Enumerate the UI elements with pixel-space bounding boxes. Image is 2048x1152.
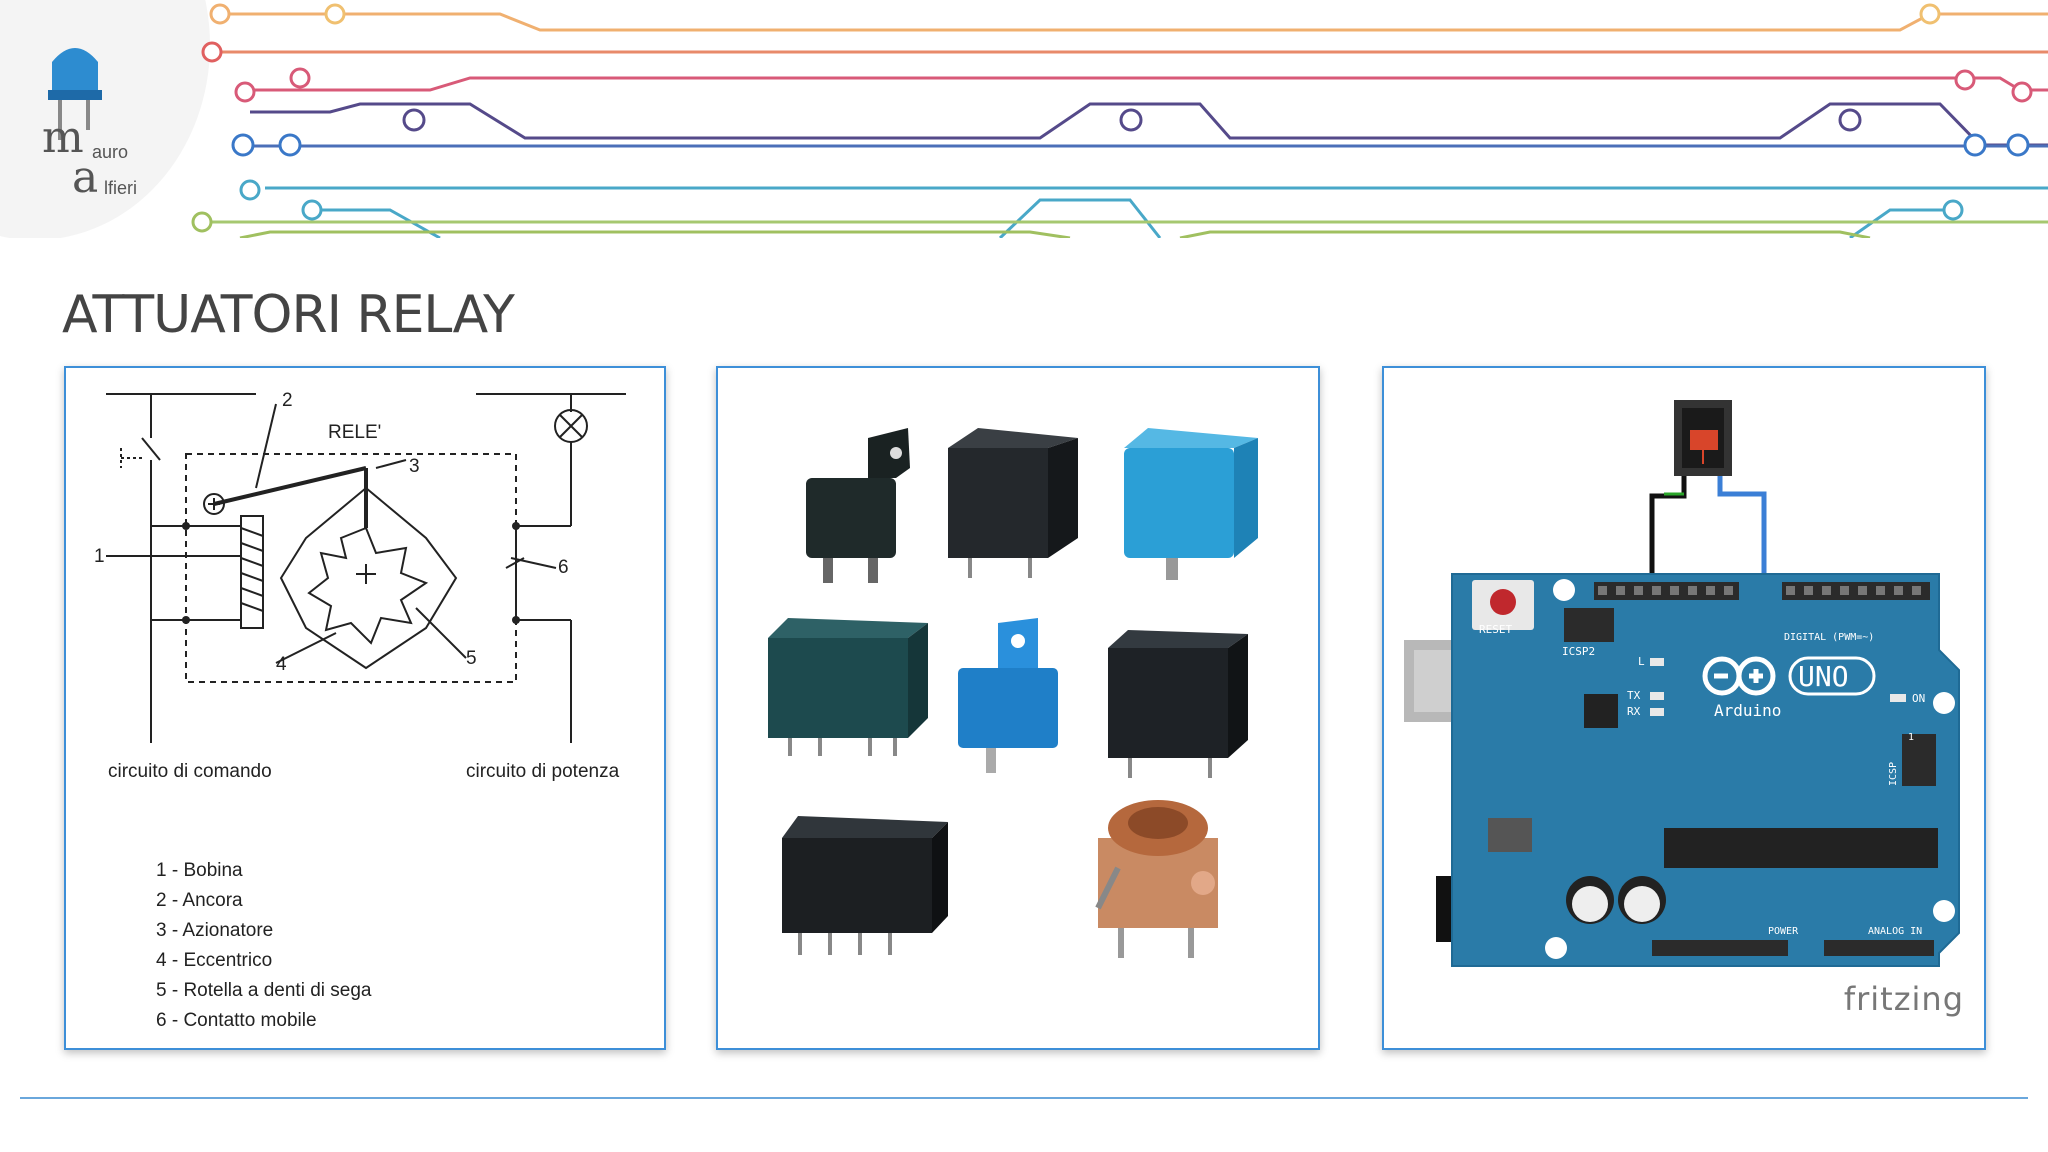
power-label: POWER <box>1768 926 1799 937</box>
legend-item: 2 - Ancora <box>156 890 243 911</box>
analog-in-label: ANALOG IN <box>1868 926 1922 937</box>
icsp-label: ICSP <box>1888 762 1899 786</box>
relay-photos-image <box>768 428 1258 958</box>
label-4: 4 <box>276 654 287 675</box>
arduino-uno-fritzing-diagram: RESET ICSP2 DIGITAL (PWM=~) Arduino UNO … <box>1404 400 1960 967</box>
circuit-traces-decoration <box>191 3 2048 238</box>
rx-led-label: RX <box>1627 705 1641 718</box>
digital-label: DIGITAL (PWM=~) <box>1784 632 1874 643</box>
relay-black-bracket-photo <box>806 428 910 583</box>
icsp-header <box>1902 734 1936 786</box>
logo-text-lfieri: lfieri <box>104 178 138 198</box>
control-circuit-caption: circuito di comando <box>108 761 272 782</box>
legend-item: 3 - Azionatore <box>156 920 274 941</box>
legend-item: 6 - Contatto mobile <box>156 1010 317 1031</box>
relay-black-dip-photo <box>782 816 948 955</box>
relay-teal-flat-photo <box>768 618 928 756</box>
power-header <box>1652 940 1788 956</box>
reset-label: RESET <box>1479 623 1512 636</box>
on-label: ON <box>1912 692 1925 705</box>
analog-header <box>1824 940 1934 956</box>
tx-led-label: TX <box>1627 689 1641 702</box>
relay-black-small-photo <box>948 428 1078 578</box>
icsp2-label: ICSP2 <box>1562 645 1595 658</box>
component-legend: 1 - Bobina 2 - Ancora 3 - Azionatore 4 -… <box>156 856 371 1036</box>
led-icon <box>48 48 102 140</box>
legend-item: 5 - Rotella a denti di sega <box>156 980 372 1001</box>
icsp2-header <box>1564 608 1614 642</box>
relay-schematic-panel: RELE' 2 3 1 6 4 5 circuito di comando ci… <box>64 366 666 1050</box>
relay-open-copper-photo <box>1095 800 1218 958</box>
relay-blue-bracket-photo <box>958 618 1058 773</box>
label-3: 3 <box>409 456 420 477</box>
l-led-label: L <box>1638 655 1645 668</box>
slide-header: m auro a lfieri <box>0 0 2048 238</box>
atmega-chip <box>1664 828 1938 868</box>
footer-divider <box>20 1097 2028 1099</box>
logo-initial-m: m <box>42 112 84 163</box>
arduino-board <box>1451 573 1960 967</box>
relay-blue-cube-photo <box>1124 428 1258 580</box>
power-circuit-caption: circuito di potenza <box>466 761 620 782</box>
fritzing-watermark: fritzing <box>1843 980 1964 1018</box>
arduino-wiring-panel: RESET ICSP2 DIGITAL (PWM=~) Arduino UNO … <box>1382 366 1986 1050</box>
label-1: 1 <box>94 546 105 567</box>
relay-photos-panel <box>716 366 1320 1050</box>
slide-title: ATTUATORI RELAY <box>62 284 515 345</box>
digital-header-left <box>1594 582 1739 600</box>
relay-schematic-diagram: RELE' 2 3 1 6 4 5 <box>94 390 626 743</box>
uno-model-label: UNO <box>1798 660 1849 693</box>
arduino-logo-icon <box>1702 656 1776 696</box>
label-5: 5 <box>466 648 477 669</box>
label-6: 6 <box>558 557 569 578</box>
label-2: 2 <box>282 390 293 411</box>
chip-small <box>1584 694 1618 728</box>
digital-header-right <box>1782 582 1930 600</box>
legend-item: 1 - Bobina <box>156 860 243 881</box>
relay-black-cube-photo <box>1108 630 1248 778</box>
logo-text-auro: auro <box>92 142 129 162</box>
rele-label: RELE' <box>328 422 381 443</box>
legend-item: 4 - Eccentrico <box>156 950 273 971</box>
arduino-brand-label: Arduino <box>1714 701 1781 720</box>
icsp-pin-one-label: 1 <box>1908 732 1914 743</box>
logo-initial-a: a <box>72 152 99 203</box>
relay-module-icon <box>1674 400 1732 476</box>
